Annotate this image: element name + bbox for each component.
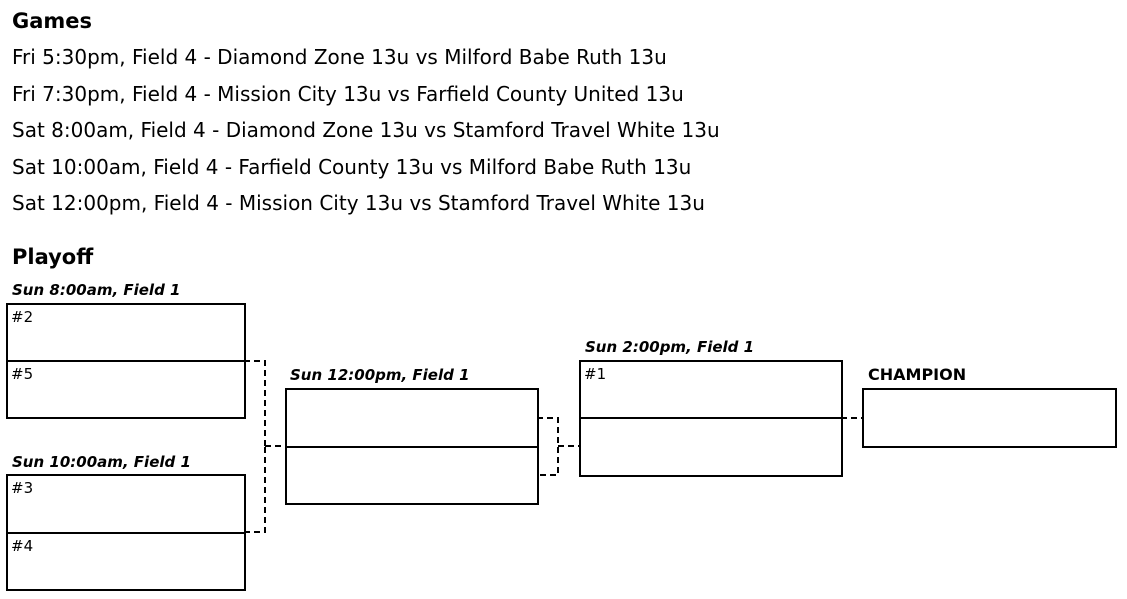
game1-bottom-slot: #5 — [6, 360, 246, 419]
seed-label: #4 — [11, 537, 34, 555]
final-bottom-slot — [579, 417, 843, 477]
champion-slot — [862, 388, 1117, 448]
games-heading: Games — [12, 9, 93, 33]
seed-label: #5 — [11, 365, 34, 383]
champion-label: CHAMPION — [868, 365, 967, 384]
semifinal-top-slot — [285, 388, 539, 448]
game2-bottom-slot: #4 — [6, 532, 246, 591]
final-top-slot: #1 — [579, 360, 843, 419]
seed-label: #2 — [11, 308, 34, 326]
game1-label: Sun 8:00am, Field 1 — [12, 281, 181, 299]
connector-game2 — [244, 446, 266, 533]
semifinal-label: Sun 12:00pm, Field 1 — [290, 366, 470, 384]
playoff-heading: Playoff — [12, 245, 94, 269]
game2-label: Sun 10:00am, Field 1 — [12, 453, 191, 471]
game-line-2: Fri 7:30pm, Field 4 - Mission City 13u v… — [12, 82, 684, 106]
game-line-4: Sat 10:00am, Field 4 - Farfield County 1… — [12, 155, 692, 179]
game-line-5: Sat 12:00pm, Field 4 - Mission City 13u … — [12, 191, 705, 215]
seed-label: #3 — [11, 479, 34, 497]
game1-top-slot: #2 — [6, 303, 246, 362]
game-line-3: Sat 8:00am, Field 4 - Diamond Zone 13u v… — [12, 118, 720, 142]
game-line-1: Fri 5:30pm, Field 4 - Diamond Zone 13u v… — [12, 45, 667, 69]
game2-top-slot: #3 — [6, 474, 246, 534]
connector-semifinal — [537, 417, 559, 476]
connector-game1 — [244, 360, 266, 446]
semifinal-bottom-slot — [285, 446, 539, 505]
seed-label: #1 — [584, 365, 607, 383]
final-label: Sun 2:00pm, Field 1 — [585, 338, 755, 356]
